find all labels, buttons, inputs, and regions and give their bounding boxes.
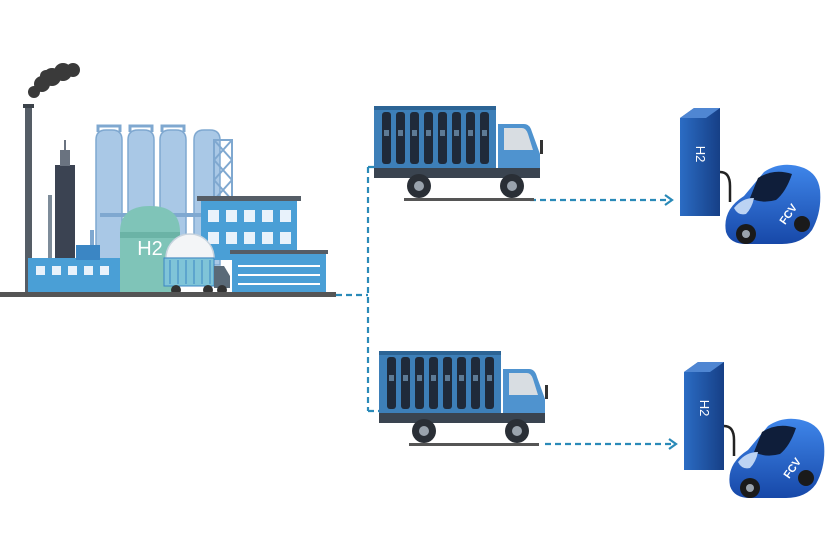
hydrogen-pump-2: H2 — [684, 362, 736, 470]
reactor-column — [55, 165, 75, 265]
distribution-connectors — [336, 165, 678, 450]
hydrogen-plant: H2 — [0, 63, 336, 297]
tank-label: H2 — [137, 238, 163, 260]
chimney — [25, 104, 32, 294]
hydrogen-truck-1 — [374, 106, 543, 201]
fueling-station-1: H2 FCV — [680, 108, 821, 244]
hydrogen-truck-2 — [379, 351, 548, 446]
pump-2-label: H2 — [697, 400, 712, 417]
fueling-station-2: H2 FCV — [684, 362, 825, 498]
ground-line — [0, 292, 336, 297]
smoke-plume — [28, 63, 80, 98]
hydrogen-pump-1: H2 — [680, 108, 732, 216]
pump-1-label: H2 — [693, 146, 708, 163]
dome-tank — [165, 233, 215, 259]
fuel-cell-vehicle-2: FCV — [729, 418, 825, 498]
factory-building — [28, 196, 328, 292]
fuel-cell-vehicle-1: FCV — [725, 164, 821, 244]
